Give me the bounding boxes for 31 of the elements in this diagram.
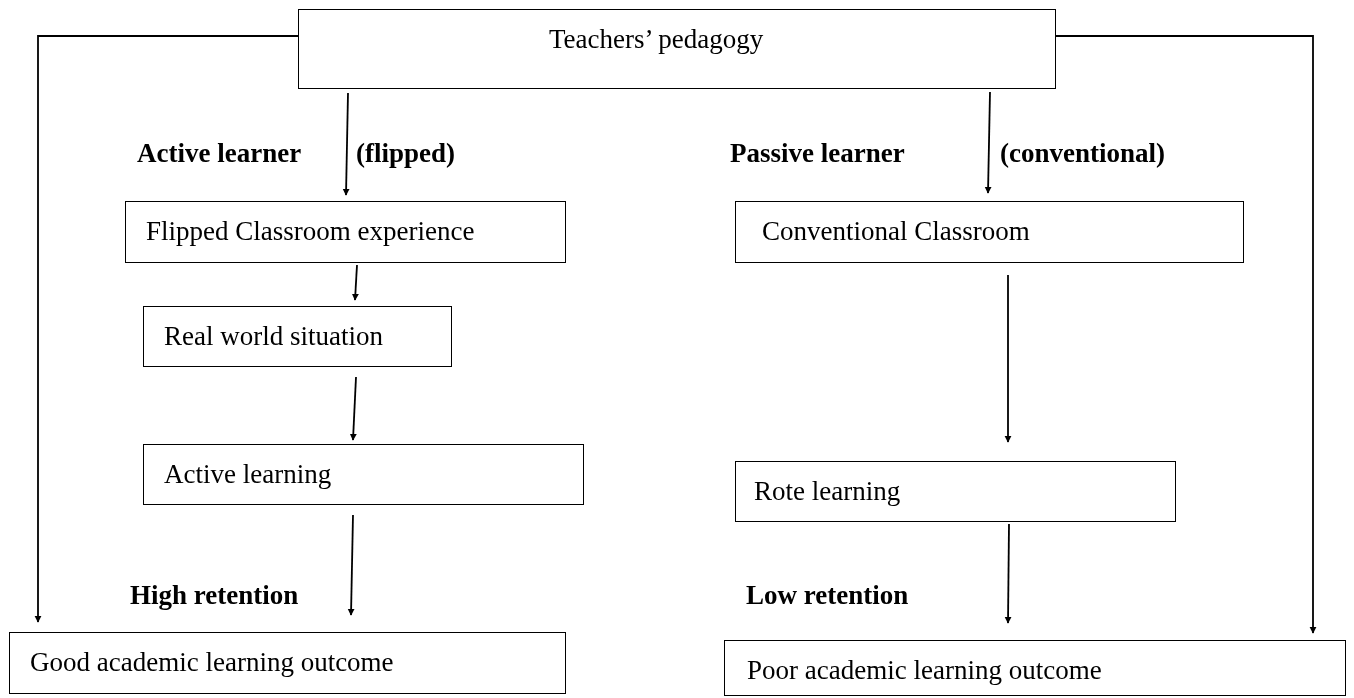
branch-label: (conventional) [1000,138,1165,169]
process-box [735,461,1176,522]
arrow [1004,274,1012,443]
arrow [34,35,299,623]
box-label: Teachers’ pedagogy [549,24,764,55]
branch-label: High retention [130,580,299,611]
process-box [735,201,1244,263]
box-label: Good academic learning outcome [30,647,394,678]
branch-label: Passive learner [730,138,905,169]
arrow [351,264,359,301]
branch-label: (flipped) [356,138,455,169]
box-label: Active learning [164,459,332,490]
branch-label: Low retention [746,580,909,611]
arrow [984,91,992,194]
arrow [1004,523,1012,624]
process-box [143,444,584,505]
process-box [125,201,566,263]
box-label: Poor academic learning outcome [747,655,1102,686]
process-box [724,640,1346,696]
box-label: Rote learning [754,476,901,507]
arrow [342,92,350,196]
box-label: Conventional Classroom [762,216,1030,247]
box-label: Flipped Classroom experience [146,216,475,247]
arrow [1055,35,1317,634]
branch-label: Active learner [137,138,302,169]
arrow [349,376,357,441]
box-label: Real world situation [164,321,383,352]
process-box [9,632,566,694]
arrow [347,514,355,616]
process-box [298,9,1056,89]
process-box [143,306,452,367]
